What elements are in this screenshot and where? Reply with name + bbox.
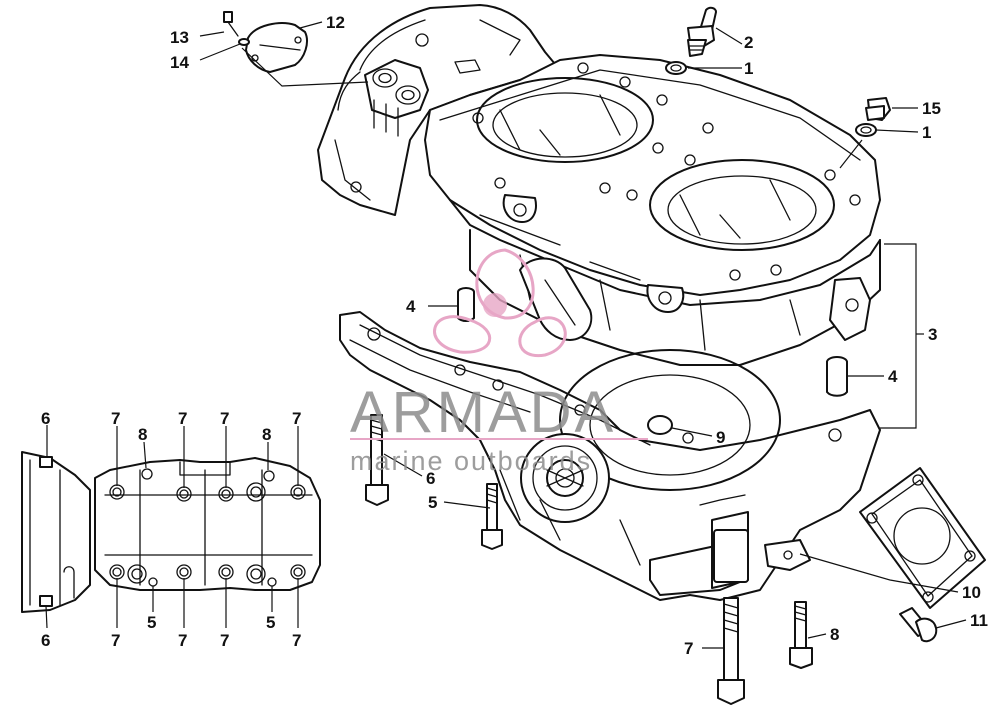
plan-callout-7-c: 7 xyxy=(220,409,229,428)
plan-callout-7-b: 7 xyxy=(178,409,187,428)
plan-callout-7-g: 7 xyxy=(220,631,229,650)
part-fitting xyxy=(687,6,717,57)
callout-9: 9 xyxy=(716,428,725,447)
callout-2: 2 xyxy=(744,33,753,52)
callout-4-right: 4 xyxy=(888,367,898,386)
watermark: ARMADA marine outboards xyxy=(350,248,648,476)
callout-6: 6 xyxy=(426,469,435,488)
deck-bolt-holes xyxy=(472,62,861,281)
leader-lines xyxy=(45,21,967,649)
callout-1-upper: 1 xyxy=(744,59,753,78)
plan-callout-7-e: 7 xyxy=(111,631,120,650)
bolt-5 xyxy=(481,483,503,550)
watermark-tagline: marine outboards xyxy=(350,446,592,476)
plan-callout-7-d: 7 xyxy=(292,409,301,428)
thermostat-cover xyxy=(245,22,308,73)
callout-15: 15 xyxy=(922,99,941,118)
plan-callout-7-a: 7 xyxy=(111,409,120,428)
plan-callout-8-a: 8 xyxy=(138,425,147,444)
callout-4-left: 4 xyxy=(406,297,416,316)
callout-5: 5 xyxy=(428,493,437,512)
bolt-6 xyxy=(365,414,389,506)
callout-11: 11 xyxy=(970,611,988,630)
long-bolt xyxy=(717,597,745,705)
plan-callout-5-b: 5 xyxy=(266,613,275,632)
watermark-rule xyxy=(350,438,648,440)
bolt-11 xyxy=(899,607,938,643)
callout-8: 8 xyxy=(830,625,839,644)
gasket xyxy=(859,467,986,609)
watermark-brand: ARMADA xyxy=(350,380,616,445)
callout-3: 3 xyxy=(928,325,937,344)
drain-plug xyxy=(865,97,891,121)
plan-callout-6-bottom: 6 xyxy=(41,631,50,650)
crankcase-plan-view xyxy=(21,451,321,613)
watermark-logo xyxy=(433,248,567,358)
plan-callout-6-top: 6 xyxy=(41,409,50,428)
upper-crankcase xyxy=(317,4,881,366)
cover-screw xyxy=(223,11,239,37)
bolt-8 xyxy=(789,601,813,669)
cover-washer xyxy=(238,38,250,46)
callout-13: 13 xyxy=(170,28,189,47)
plan-callout-7-h: 7 xyxy=(292,631,301,650)
callout-labels: 13 14 12 2 1 15 1 3 4 4 9 6 5 10 11 7 8 … xyxy=(41,13,988,658)
plan-callout-8-b: 8 xyxy=(262,425,271,444)
callout-14: 14 xyxy=(170,53,189,72)
callout-12: 12 xyxy=(326,13,345,32)
callout-10: 10 xyxy=(962,583,981,602)
lower-crankcase xyxy=(339,311,881,601)
dowel-pin-right xyxy=(826,356,848,397)
plan-callout-5-a: 5 xyxy=(147,613,156,632)
plan-callout-7-f: 7 xyxy=(178,631,187,650)
washer-lower xyxy=(855,123,877,137)
callout-7: 7 xyxy=(684,639,693,658)
callout-1-lower: 1 xyxy=(922,123,931,142)
bearing-housing xyxy=(520,433,610,523)
washer-upper xyxy=(665,61,687,75)
